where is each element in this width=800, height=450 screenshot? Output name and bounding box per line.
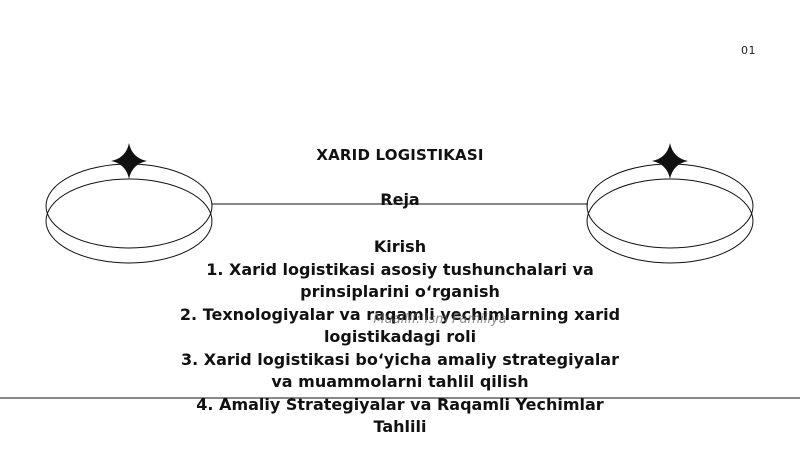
contents-line: prinsiplarini o‘rganish xyxy=(300,282,500,301)
contents-line: Tahlili xyxy=(373,417,427,436)
slide-subtitle: Reja xyxy=(380,190,420,209)
contents-line: 4. Amaliy Strategiyalar va Raqamli Yechi… xyxy=(196,394,604,414)
contents-line: 2. Texnologiyalar va raqamli yechimlarni… xyxy=(179,304,621,324)
author-caption: Muallif: Ism Familiya xyxy=(373,312,507,327)
contents-line: logistikadagi roli xyxy=(323,327,477,346)
contents-list: Kirish 1. Xarid logistikasi asosiy tushu… xyxy=(150,236,650,439)
contents-line: va muammolarni tahlil qilish xyxy=(271,372,529,391)
contents-line: Kirish xyxy=(373,237,427,256)
contents-line: 1. Xarid logistikasi asosiy tushunchalar… xyxy=(206,259,594,279)
left-sparkle-icon xyxy=(111,143,147,179)
page-number: 01 xyxy=(741,44,756,57)
contents-line: 3. Xarid logistikasi bo‘yicha amaliy str… xyxy=(180,349,619,369)
right-sparkle-icon xyxy=(652,143,688,179)
slide-title: XARID LOGISTIKASI xyxy=(316,146,484,164)
